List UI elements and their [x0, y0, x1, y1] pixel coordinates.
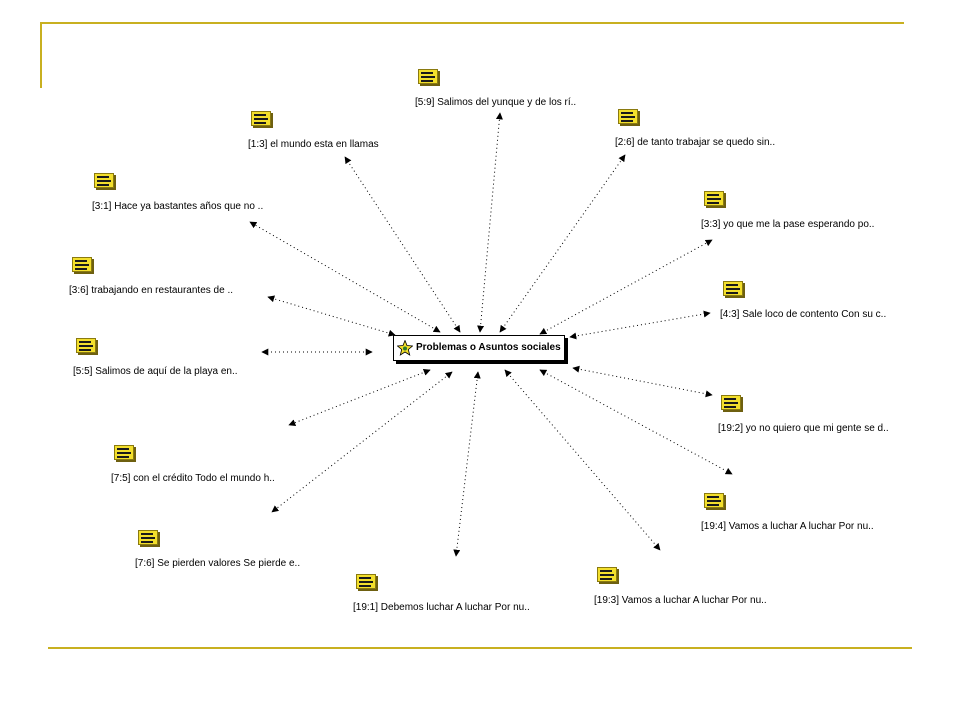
memo-icon[interactable]: [76, 338, 98, 355]
star-icon: [397, 340, 413, 356]
quote-label-quote-5-9[interactable]: [5:9] Salimos del yunque y de los rí..: [415, 97, 577, 108]
link-quote-1-3: [344, 156, 461, 333]
memo-icon[interactable]: [597, 567, 619, 584]
quote-label-quote-3-3[interactable]: [3:3] yo que me la pase esperando po..: [701, 219, 875, 230]
memo-icon[interactable]: [618, 109, 640, 126]
quote-label-quote-1-3[interactable]: [1:3] el mundo esta en llamas: [248, 139, 379, 150]
link-quote-4-3: [569, 310, 711, 340]
link-quote-19-4: [539, 369, 733, 475]
frame-bottom-rule: [48, 647, 912, 649]
frame-top-rule: [40, 22, 904, 24]
link-quote-2-6: [499, 154, 626, 333]
quote-label-quote-3-1[interactable]: [3:1] Hace ya bastantes años que no ..: [92, 201, 264, 212]
memo-icon[interactable]: [704, 493, 726, 510]
memo-icon[interactable]: [72, 257, 94, 274]
link-quote-3-6: [267, 295, 396, 337]
central-code-label: Problemas o Asuntos sociales: [416, 342, 561, 353]
link-quote-19-2: [572, 365, 713, 398]
quote-label-quote-3-6[interactable]: [3:6] trabajando en restaurantes de ..: [69, 285, 233, 296]
memo-icon[interactable]: [721, 395, 743, 412]
frame-left-rule: [40, 22, 42, 88]
quote-label-quote-19-2[interactable]: [19:2] yo no quiero que mi gente se d..: [718, 423, 889, 434]
memo-icon[interactable]: [114, 445, 136, 462]
link-quote-19-3: [504, 369, 661, 551]
memo-icon[interactable]: [138, 530, 160, 547]
memo-icon[interactable]: [94, 173, 116, 190]
link-quote-3-3: [539, 239, 713, 335]
quote-label-quote-7-6[interactable]: [7:6] Se pierden valores Se pierde e..: [135, 558, 301, 569]
link-quote-7-5: [288, 369, 431, 426]
link-quote-5-9: [477, 112, 503, 333]
link-quote-7-6: [271, 371, 453, 513]
link-quote-3-1: [249, 221, 441, 333]
quote-label-quote-7-5[interactable]: [7:5] con el crédito Todo el mundo h..: [111, 473, 275, 484]
quote-label-quote-19-3[interactable]: [19:3] Vamos a luchar A luchar Por nu..: [594, 595, 767, 606]
quote-label-quote-5-5[interactable]: [5:5] Salimos de aquí de la playa en..: [73, 366, 238, 377]
link-quote-19-1: [453, 371, 481, 557]
memo-icon[interactable]: [704, 191, 726, 208]
memo-icon[interactable]: [356, 574, 378, 591]
central-code-node[interactable]: Problemas o Asuntos sociales: [393, 335, 565, 361]
memo-icon[interactable]: [723, 281, 745, 298]
memo-icon[interactable]: [251, 111, 273, 128]
quote-label-quote-4-3[interactable]: [4:3] Sale loco de contento Con su c..: [720, 309, 887, 320]
memo-icon[interactable]: [418, 69, 440, 86]
quote-label-quote-19-1[interactable]: [19:1] Debemos luchar A luchar Por nu..: [353, 602, 530, 613]
quote-label-quote-2-6[interactable]: [2:6] de tanto trabajar se quedo sin..: [615, 137, 776, 148]
quote-label-quote-19-4[interactable]: [19:4] Vamos a luchar A luchar Por nu..: [701, 521, 874, 532]
